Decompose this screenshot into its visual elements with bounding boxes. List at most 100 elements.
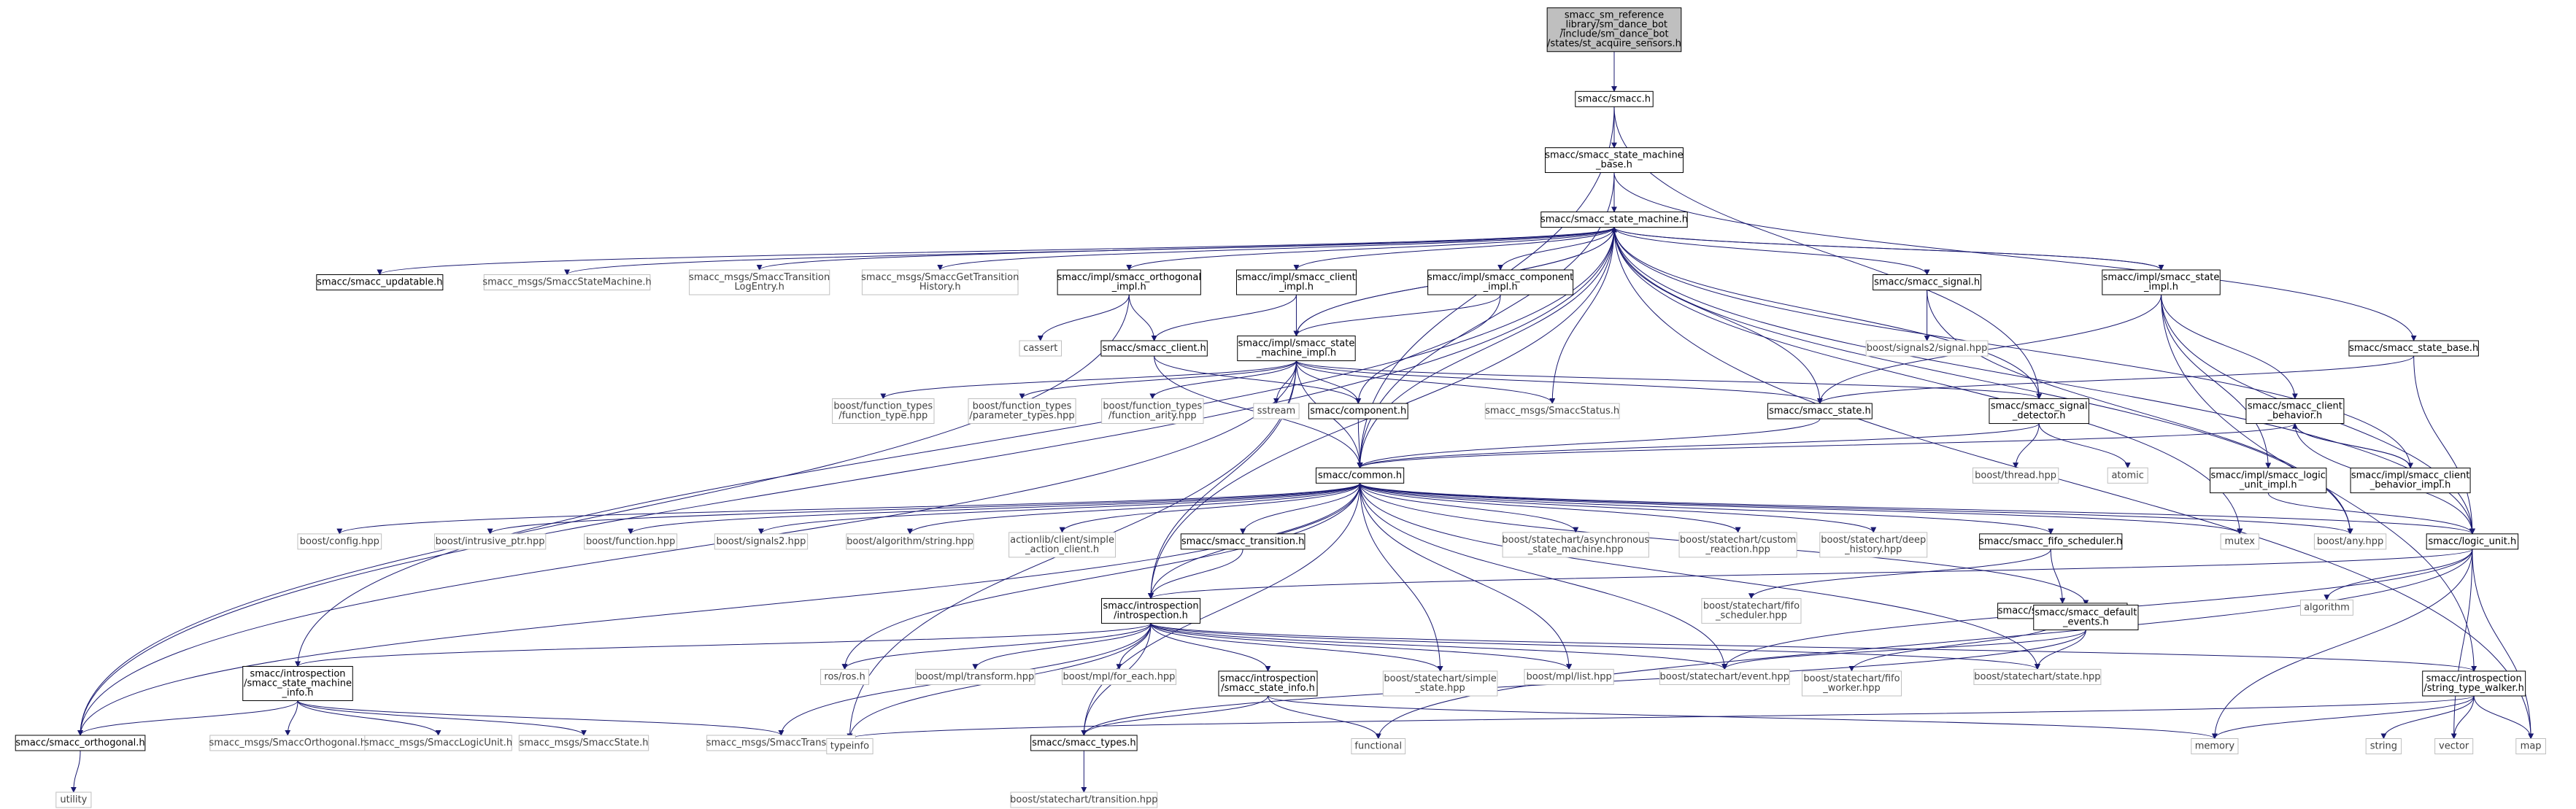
node-label: ros/ros.h — [824, 671, 865, 682]
node-sig2[interactable]: boost/signals2/signal.hpp — [1865, 340, 1989, 357]
node-memory[interactable]: memory — [2191, 738, 2239, 754]
node-event[interactable]: boost/statechart/event.hpp — [1659, 668, 1790, 685]
node-orthogonal[interactable]: smacc/smacc_orthogonal.h — [15, 735, 146, 751]
node-comp-impl[interactable]: smacc/impl/smacc_component_impl.h — [1427, 269, 1573, 295]
node-introspection[interactable]: smacc/introspection/introspection.h — [1101, 597, 1201, 624]
node-label: boost/config.hpp — [300, 536, 379, 547]
node-lu-impl[interactable]: smacc/impl/smacc_logic_unit_impl.h — [2210, 468, 2327, 494]
node-ft-type[interactable]: boost/function_types/function_type.hpp — [832, 398, 935, 425]
node-signal[interactable]: smacc/smacc_signal.h — [1873, 274, 1982, 291]
node-intrusive[interactable]: boost/intrusive_ptr.hpp — [433, 533, 547, 550]
node-config[interactable]: boost/config.hpp — [297, 533, 382, 550]
edge-common-to-async — [1360, 483, 1579, 533]
node-fifo-sched[interactable]: smacc/smacc_fifo_scheduler.h — [1979, 533, 2123, 550]
node-functional[interactable]: functional — [1351, 738, 1406, 754]
node-box — [1979, 533, 2123, 550]
node-client-beh[interactable]: smacc/smacc_client_behavior.h — [2245, 398, 2345, 425]
node-state-info[interactable]: smacc/introspection/smacc_state_info.h — [1218, 670, 1318, 697]
node-async[interactable]: boost/statechart/asynchronous_state_mach… — [1502, 532, 1649, 558]
node-sm-base[interactable]: smacc/smacc_state_machine_base.h — [1544, 147, 1684, 174]
node-ft-param[interactable]: boost/function_types/parameter_types.hpp — [968, 398, 1076, 425]
node-transition[interactable]: smacc/smacc_transition.h — [1180, 533, 1306, 550]
node-box — [2300, 599, 2353, 616]
node-box — [1524, 668, 1614, 685]
node-logic-unit[interactable]: smacc/logic_unit.h — [2426, 533, 2519, 550]
node-client-h[interactable]: smacc/smacc_client.h — [1100, 340, 1208, 357]
node-smi[interactable]: smacc/impl/smacc_state_machine_impl.h — [1237, 336, 1356, 362]
node-mpl-foreach[interactable]: boost/mpl/for_each.hpp — [1061, 668, 1177, 685]
node-thread[interactable]: boost/thread.hpp — [1972, 467, 2059, 484]
edge-common-to-actionlib — [1059, 483, 1361, 533]
node-label: _behavior_impl.h — [2369, 480, 2451, 491]
edge-sm-h-to-map — [1613, 227, 2534, 740]
edge-smi-to-sig-det — [1295, 360, 2042, 400]
node-mpl-list[interactable]: boost/mpl/list.hpp — [1524, 668, 1614, 685]
node-sig-det[interactable]: smacc/smacc_signal_detector.h — [1989, 398, 2089, 425]
node-vector[interactable]: vector — [2434, 738, 2474, 754]
node-label: cassert — [1023, 343, 1057, 354]
node-smacc-h[interactable]: smacc/smacc.h — [1575, 90, 1654, 107]
node-mpl-transform[interactable]: boost/mpl/transform.hpp — [915, 668, 1036, 685]
node-sstream[interactable]: sstream — [1253, 403, 1300, 419]
node-mutex[interactable]: mutex — [2220, 533, 2259, 550]
node-deep[interactable]: boost/statechart/deep_history.hpp — [1819, 532, 1928, 558]
node-str-walker[interactable]: smacc/introspection/string_type_walker.h — [2422, 670, 2526, 697]
node-msg-orth[interactable]: smacc_msgs/SmaccOrthogonal.h — [209, 735, 366, 751]
node-function[interactable]: boost/function.hpp — [584, 533, 678, 550]
node-string[interactable]: string — [2365, 738, 2402, 754]
node-sm-info[interactable]: smacc/introspection/smacc_state_machine_… — [242, 665, 353, 701]
node-box — [1659, 668, 1790, 685]
node-msg-sm[interactable]: smacc_msgs/SmaccStateMachine.h — [482, 274, 652, 291]
edge-state-impl-to-sm-h — [1611, 226, 2162, 271]
node-label: smacc/introspection — [2426, 673, 2522, 684]
node-sc-state[interactable]: boost/statechart/state.hpp — [1973, 668, 2102, 685]
node-algorithm[interactable]: algorithm — [2300, 599, 2353, 616]
edge-state-impl-to-lu-impl — [2161, 295, 2272, 469]
node-algstr[interactable]: boost/algorithm/string.hpp — [846, 533, 974, 550]
node-label: boost/statechart/fifo — [1703, 600, 1800, 611]
node-msg-state[interactable]: smacc_msgs/SmaccState.h — [518, 735, 649, 751]
node-common[interactable]: smacc/common.h — [1315, 467, 1405, 484]
node-custom[interactable]: boost/statechart/custom_reaction.hpp — [1678, 532, 1797, 558]
node-updatable[interactable]: smacc/smacc_updatable.h — [316, 274, 444, 291]
node-state-impl[interactable]: smacc/impl/smacc_state_impl.h — [2102, 269, 2221, 295]
node-msg-trans[interactable]: smacc_msgs/SmaccTransition.h — [706, 735, 856, 751]
node-sc-fifo[interactable]: boost/statechart/fifo_scheduler.hpp — [1701, 597, 1802, 624]
node-label: _impl.h — [2143, 282, 2178, 293]
node-sm-h[interactable]: smacc/smacc_state_machine.h — [1540, 212, 1688, 228]
node-fifo-worker-hpp[interactable]: boost/statechart/fifo_worker.hpp — [1801, 670, 1902, 697]
node-cb-impl[interactable]: smacc/impl/smacc_client_behavior_impl.h — [2350, 468, 2471, 494]
node-msg-status[interactable]: smacc_msgs/SmaccStatus.h — [1484, 403, 1620, 419]
node-simple-state[interactable]: boost/statechart/simple_state.hpp — [1382, 670, 1498, 697]
edge-sig-det-to-atomic — [2038, 423, 2131, 469]
node-st-acquire[interactable]: smacc_sm_reference_library/sm_dance_bot/… — [1546, 7, 1682, 53]
node-msg-lu[interactable]: smacc_msgs/SmaccLogicUnit.h — [364, 735, 512, 751]
node-state-h[interactable]: smacc/smacc_state.h — [1767, 403, 1873, 419]
node-component[interactable]: smacc/component.h — [1308, 403, 1408, 419]
node-typeinfo[interactable]: typeinfo — [826, 738, 874, 754]
node-box — [689, 269, 830, 295]
node-def-events[interactable]: smacc/smacc_default_events.h — [2033, 604, 2139, 630]
node-cassert[interactable]: cassert — [1019, 340, 1062, 357]
node-actionlib[interactable]: actionlib/client/simple_action_client.h — [1009, 532, 1116, 558]
node-utility[interactable]: utility — [55, 791, 92, 808]
edge-str-walker-to-string — [2380, 695, 2475, 740]
node-signals2[interactable]: boost/signals2.hpp — [714, 533, 809, 550]
node-box — [2033, 604, 2139, 630]
node-label: actionlib/client/simple — [1010, 535, 1114, 546]
node-sc-transition[interactable]: boost/statechart/transition.hpp — [1010, 791, 1158, 808]
node-label: smacc/impl/smacc_state — [2103, 272, 2220, 283]
node-ros[interactable]: ros/ros.h — [820, 668, 870, 685]
node-orth-impl[interactable]: smacc/impl/smacc_orthogonal_impl.h — [1057, 269, 1201, 295]
node-atomic[interactable]: atomic — [2107, 467, 2148, 484]
edge-sm-h-to-sig-det — [1613, 227, 2043, 400]
node-map[interactable]: map — [2515, 738, 2546, 754]
node-types[interactable]: smacc/smacc_types.h — [1030, 735, 1138, 751]
node-client-impl[interactable]: smacc/impl/smacc_client_impl.h — [1235, 269, 1357, 295]
node-state-base[interactable]: smacc/smacc_state_base.h — [2348, 340, 2479, 357]
node-ft-arity[interactable]: boost/function_types/function_arity.hpp — [1101, 398, 1204, 425]
node-box — [15, 735, 146, 751]
node-any[interactable]: boost/any.hpp — [2313, 533, 2387, 550]
